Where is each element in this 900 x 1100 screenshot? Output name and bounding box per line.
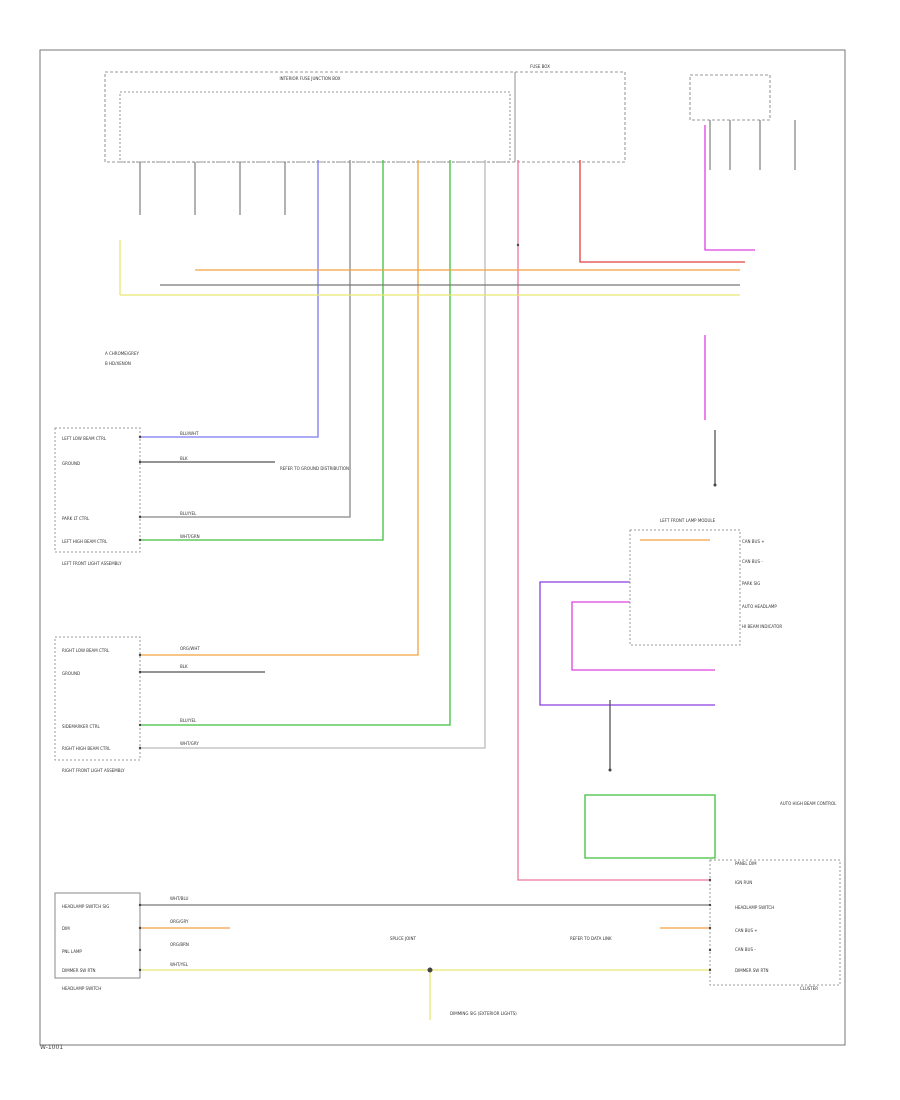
wire-label: ORG/WHT (180, 646, 200, 651)
pin-label: PARK LT CTRL (62, 516, 90, 521)
wire-label: WHT/YEL (170, 962, 189, 967)
wire-label: BLU/YEL (180, 718, 197, 723)
wire-gray-park (140, 160, 351, 518)
fuse-box-label: FUSE BOX (530, 64, 550, 69)
wire-label: WHT/GRN (180, 534, 200, 539)
cluster-label: CLUSTER (800, 986, 818, 991)
page-frame (39, 49, 846, 1046)
cluster-pin: PANEL DIM (735, 861, 757, 866)
right-front-light-assembly: RIGHT LOW BEAM CTRL GROUND SIDEMARKER CT… (54, 636, 200, 773)
module-pin: CAN BUS - (742, 559, 763, 564)
wire-green-box (584, 794, 716, 859)
wire-label: BLU/YEL (180, 511, 197, 516)
wire-red-top (579, 160, 745, 263)
cluster-dim-note: DIMMING SIG (EXTERIOR LIGHTS) (450, 1011, 517, 1016)
wire-purple-loop (539, 581, 715, 706)
cluster-pin: IGN RUN (735, 880, 752, 885)
right-lamp-module: LEFT FRONT LAMP MODULE CAN BUS + CAN BUS… (629, 518, 837, 806)
ground-note: REFER TO GROUND DISTRIBUTION (280, 466, 349, 471)
cluster-pin: DIMMER SW RTN (735, 968, 768, 973)
legend-item: A CHROME/GREY (105, 351, 139, 356)
wires (119, 125, 755, 1020)
wire-label: WHT/BLU (170, 896, 189, 901)
wire-gray-right (140, 160, 486, 749)
cluster-pin: CAN BUS - (735, 947, 756, 952)
pin-label: DIM (62, 926, 70, 931)
pin-label: GROUND (62, 671, 80, 676)
wire-green-high (140, 160, 384, 541)
wire-label: BLU/WHT (180, 431, 199, 436)
wire-label: ORG/GRY (170, 919, 189, 924)
wire-label: ORG/BRN (170, 942, 189, 947)
cluster-pin: HEADLAMP SWITCH (735, 905, 774, 910)
splice-note: SPLICE JOINT (390, 936, 416, 941)
module-pin: CAN BUS + (742, 539, 765, 544)
pin-label: RIGHT LOW BEAM CTRL (62, 648, 110, 653)
pin-label: SIDEMARKER CTRL (62, 724, 101, 729)
switch-label: HEADLAMP SWITCH (62, 986, 101, 991)
pin-label: GROUND (62, 461, 80, 466)
pin-label: LEFT HIGH BEAM CTRL (62, 539, 108, 544)
junction-box-label: INTERIOR FUSE JUNCTION BOX (279, 76, 340, 81)
wire-magenta-a (704, 125, 755, 251)
top-pin-stubs (139, 120, 796, 215)
wire-label: BLK (180, 456, 188, 461)
pin-label: LEFT LOW BEAM CTRL (62, 436, 107, 441)
legend-item: B HD/XENON (105, 361, 131, 366)
connector-dots (138, 243, 717, 973)
pin-label: DIMMER SW RTN (62, 968, 95, 973)
headlamp-switch: HEADLAMP SWITCH SIG DIM PNL LAMP DIMMER … (54, 892, 517, 1016)
top-module-box (104, 71, 771, 163)
left-front-light-assembly: LEFT LOW BEAM CTRL GROUND PARK LT CTRL L… (54, 427, 349, 566)
pin-label: HEADLAMP SWITCH SIG (62, 904, 109, 909)
pin-label: PNL LAMP (62, 949, 82, 954)
wire-orange-right-low (140, 160, 419, 656)
legend: A CHROME/GREY B HD/XENON (105, 351, 139, 366)
module-title: LEFT FRONT LAMP MODULE (660, 518, 716, 523)
footer-code: W-1001 (40, 1044, 64, 1051)
module-pin: AUTO HEADLAMP (742, 604, 777, 609)
wire-label: WHT/GRY (180, 741, 199, 746)
steering-note: AUTO HIGH BEAM CONTROL (780, 801, 837, 806)
assembly-label: RIGHT FRONT LIGHT ASSEMBLY (62, 768, 125, 773)
wire-label: BLK (180, 664, 188, 669)
wire-blue (140, 160, 319, 438)
wire-pink-cluster (517, 160, 710, 881)
cluster-pin: CAN BUS + (735, 928, 758, 933)
wire-magenta-loop (571, 601, 715, 671)
wire-green-right (140, 160, 451, 726)
assembly-label: LEFT FRONT LIGHT ASSEMBLY (62, 561, 122, 566)
top-module-text: INTERIOR FUSE JUNCTION BOX FUSE BOX (279, 64, 550, 81)
pin-label: RIGHT HIGH BEAM CTRL (62, 746, 111, 751)
module-pin: HI BEAM INDICATOR (742, 624, 782, 629)
data-link-note: REFER TO DATA LINK (570, 936, 612, 941)
module-pin: PARK SIG (742, 581, 760, 586)
instrument-cluster: PANEL DIM IGN RUN HEADLAMP SWITCH CAN BU… (570, 859, 841, 991)
